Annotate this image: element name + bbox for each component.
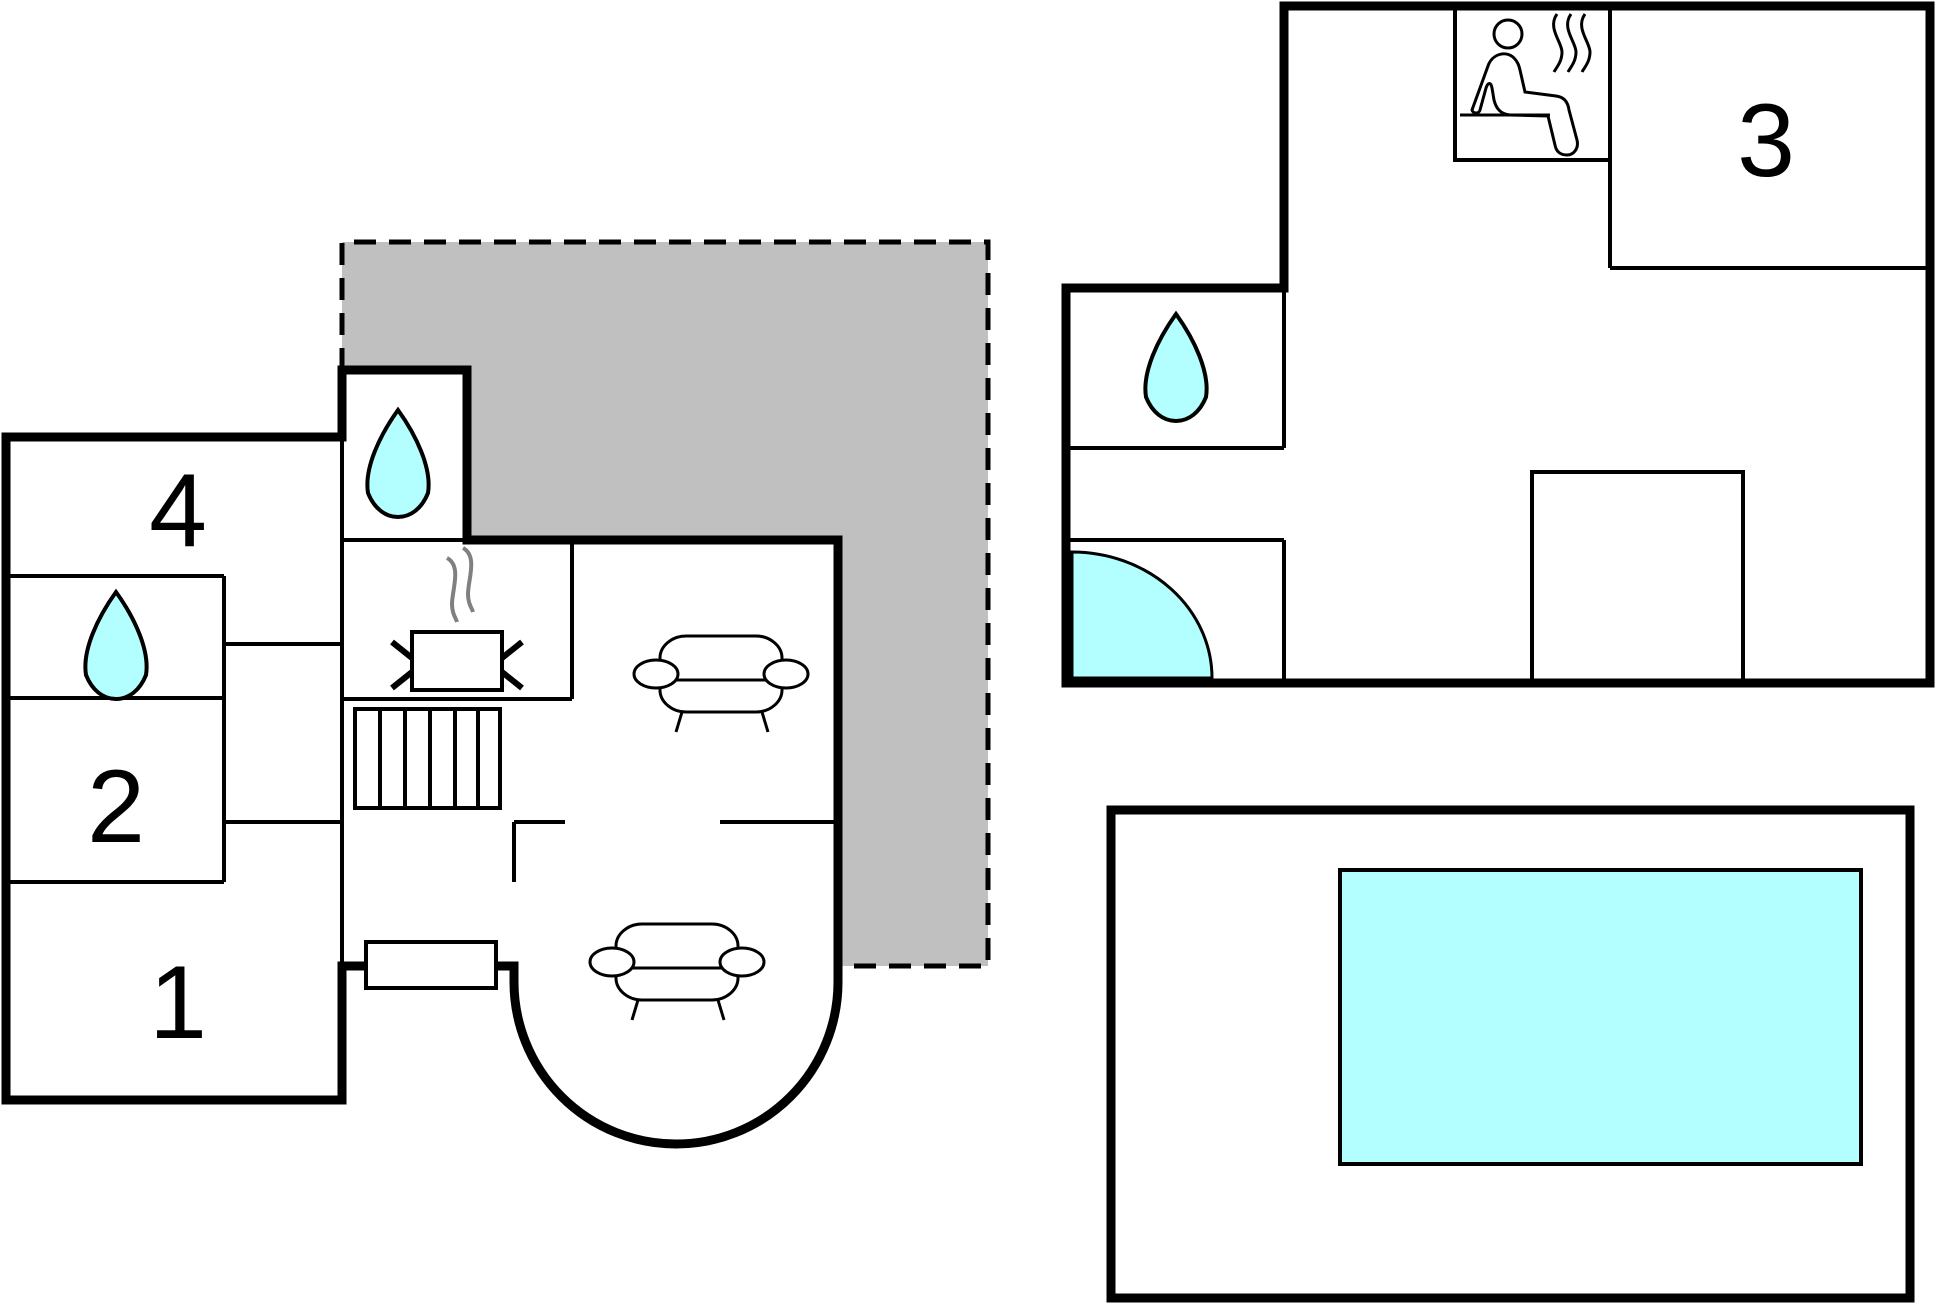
window [364,940,498,990]
upper-floor-partitions [1066,4,1930,685]
terrace [342,242,988,966]
room-label-4: 4 [149,453,207,569]
cooking-pot-icon [390,546,524,692]
sofa-icon [588,922,766,1021]
room-label-2: 2 [87,749,145,865]
stairs-icon [353,707,502,810]
water-drop-icon [83,588,149,702]
upper-floor: 3 [1061,1,1935,688]
swimming-pool-icon [1338,868,1863,1166]
ground-floor: 4 2 1 [1,239,991,1149]
shower-tray-icon [1070,550,1214,680]
upper-floor-outer-wall [1061,1,1935,688]
ground-floor-outer-wall [1,365,843,1149]
room-label-1: 1 [149,945,207,1061]
room-label-3: 3 [1737,83,1795,199]
water-drop-icon [1143,310,1209,424]
terrace-dashed-border [339,239,991,969]
sauna-icon [1460,13,1592,157]
pool-area [1106,805,1915,1303]
sofa-icon [632,634,810,733]
water-drop-icon [365,406,431,520]
